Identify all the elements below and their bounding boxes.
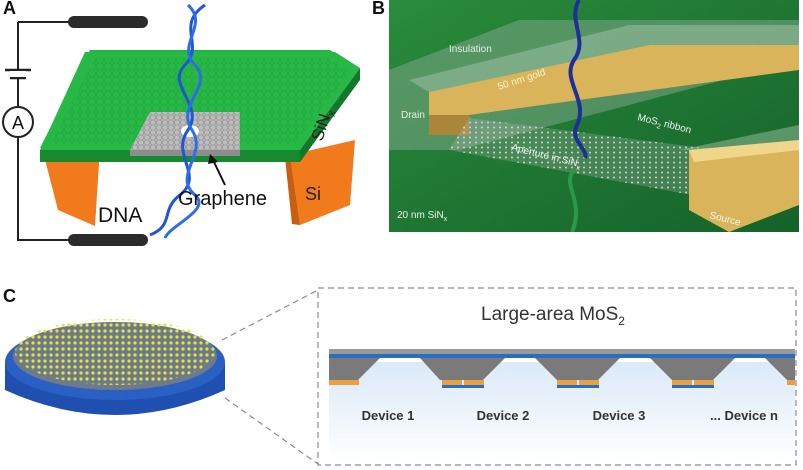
drain-label: Drain	[401, 110, 425, 121]
dna-strand	[149, 3, 206, 239]
device-structures	[329, 358, 795, 388]
graphene-arrow	[208, 154, 226, 186]
device-label-n: ... Device n	[710, 408, 778, 423]
si-support-right	[290, 140, 355, 225]
dna-strand-b	[568, 0, 588, 159]
battery-icon	[5, 68, 31, 80]
panel-b-letter: B	[372, 0, 385, 18]
device-label-1: Device 1	[362, 408, 415, 423]
zoom-line-top	[221, 289, 319, 341]
mos2-layer	[329, 349, 795, 354]
panel-c-letter: C	[3, 286, 16, 306]
bottom-electrode	[68, 234, 148, 246]
wafer-with-mos2	[5, 319, 225, 415]
si-label: Si	[305, 184, 321, 204]
insulation-label: Insulation	[449, 44, 492, 55]
panel-a-diagram: A SiNx Si Graphene DNA	[2, 3, 360, 246]
mos2-ribbon	[449, 118, 719, 200]
si-support-left	[42, 148, 100, 226]
top-electrode	[68, 16, 148, 28]
inset-title: Large-area MoS2	[481, 304, 625, 328]
graphene-label: Graphene	[178, 188, 267, 210]
dna-label: DNA	[98, 204, 142, 227]
drain-gold-electrode	[429, 45, 799, 115]
zoom-line-bottom	[224, 397, 319, 465]
device-label-3: Device 3	[593, 408, 646, 423]
sinx-thickness-label: 20 nm SiNx	[397, 210, 448, 223]
ammeter-icon	[2, 106, 34, 138]
panel-a-letter: A	[3, 0, 16, 18]
panel-c-diagram: Large-area MoS2 Device 1 Device 2 Device…	[5, 287, 797, 466]
dna-strand-b-below	[568, 168, 578, 232]
panel-b-diagram: Insulation 50 nm gold Drain MoS2 ribbon …	[389, 0, 799, 232]
source-gold-electrode	[689, 140, 799, 232]
circuit-wires	[17, 21, 70, 241]
device-label-2: Device 2	[477, 408, 530, 423]
ammeter-label: A	[12, 113, 24, 133]
